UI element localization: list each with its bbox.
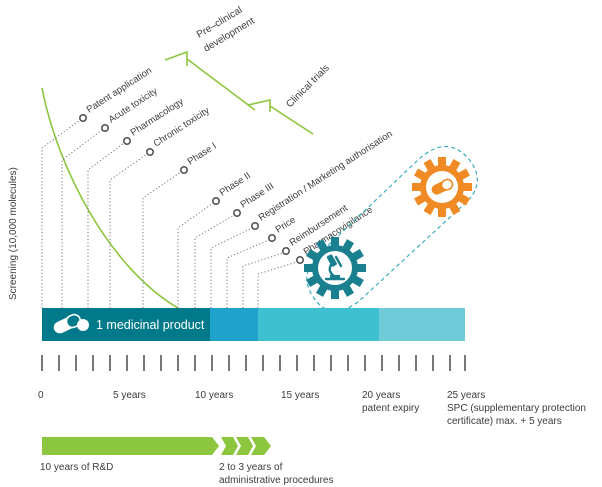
tick-label-25-line3: certificate) max. + 5 years (447, 416, 562, 427)
product-bar-segment-4 (379, 308, 465, 341)
milestone-dot-reimbursement (281, 247, 290, 256)
milestone-line-acute (61, 129, 103, 308)
admin-arrow (221, 437, 271, 455)
pill-gear-icon (412, 157, 472, 217)
microscope-gear-icon (304, 237, 366, 299)
milestone-label-phase2: Phase II (218, 170, 253, 198)
tick-label-25-line1: 25 years (447, 390, 485, 401)
product-bar-segment-3 (258, 308, 379, 341)
milestone-labels: Patent application Acute toxicity Pharma… (85, 65, 395, 257)
milestone-circles (79, 114, 304, 264)
timeline-ticks (41, 355, 466, 371)
preclinical-bracket (164, 50, 256, 111)
pill-icon (53, 313, 82, 334)
admin-arrow-label-line1: 2 to 3 years of (219, 462, 283, 473)
milestone-dot-patent (79, 114, 88, 123)
milestone-line-phase3 (194, 214, 235, 308)
milestone-label-phase1: Phase I (186, 141, 219, 168)
tick-label-5: 5 years (113, 390, 146, 401)
pill-icon-tablet (77, 319, 89, 331)
product-bar-segment-2 (210, 308, 258, 341)
milestone-label-registration: Registration / Marketing authorisation (257, 129, 395, 224)
tick-label-10: 10 years (195, 390, 233, 401)
tick-label-15: 15 years (281, 390, 319, 401)
milestone-line-phase2 (177, 202, 214, 308)
milestone-dot-phase2 (212, 197, 221, 206)
product-bar-label: 1 medicinal product (96, 318, 205, 332)
gear-connector-capsule (306, 145, 478, 312)
milestone-dot-pharmacovigilance (295, 255, 304, 264)
clinical-bracket (247, 98, 314, 135)
tick-label-20-line2: patent expiry (362, 403, 419, 414)
milestone-dot-phase1 (180, 166, 189, 175)
tick-label-20-line1: 20 years (362, 390, 400, 401)
admin-arrow-label-line2: administrative procedures (219, 475, 334, 486)
milestone-dot-pharmacology (123, 137, 132, 146)
milestone-line-reimbursement (242, 252, 284, 308)
milestone-dot-chronic (146, 148, 155, 157)
screening-funnel-curve (41, 87, 179, 309)
milestone-label-price: Price (274, 214, 298, 235)
milestone-line-phase1 (142, 171, 182, 308)
rd-arrow (42, 437, 219, 455)
clinical-label: Clinical trials (284, 63, 331, 110)
milestone-dot-phase3 (233, 209, 242, 218)
milestone-dot-price (267, 234, 276, 243)
milestone-dotted-lines (41, 119, 298, 308)
y-axis-label: Screening (10,000 molecules) (8, 167, 19, 300)
milestone-line-price (226, 239, 270, 308)
milestone-line-patent (41, 119, 81, 308)
milestone-line-chronic (109, 153, 148, 308)
milestone-line-pharmacology (87, 142, 125, 308)
tick-label-0: 0 (38, 390, 44, 401)
milestone-dot-registration (251, 222, 260, 231)
product-bar (42, 308, 465, 341)
milestone-line-pharmacovigilance (257, 261, 298, 308)
milestone-dot-acute (101, 124, 110, 133)
tick-label-25-line2: SPC (supplementary protection (447, 403, 586, 414)
milestone-line-registration (210, 227, 253, 308)
rd-arrow-label: 10 years of R&D (40, 462, 113, 473)
